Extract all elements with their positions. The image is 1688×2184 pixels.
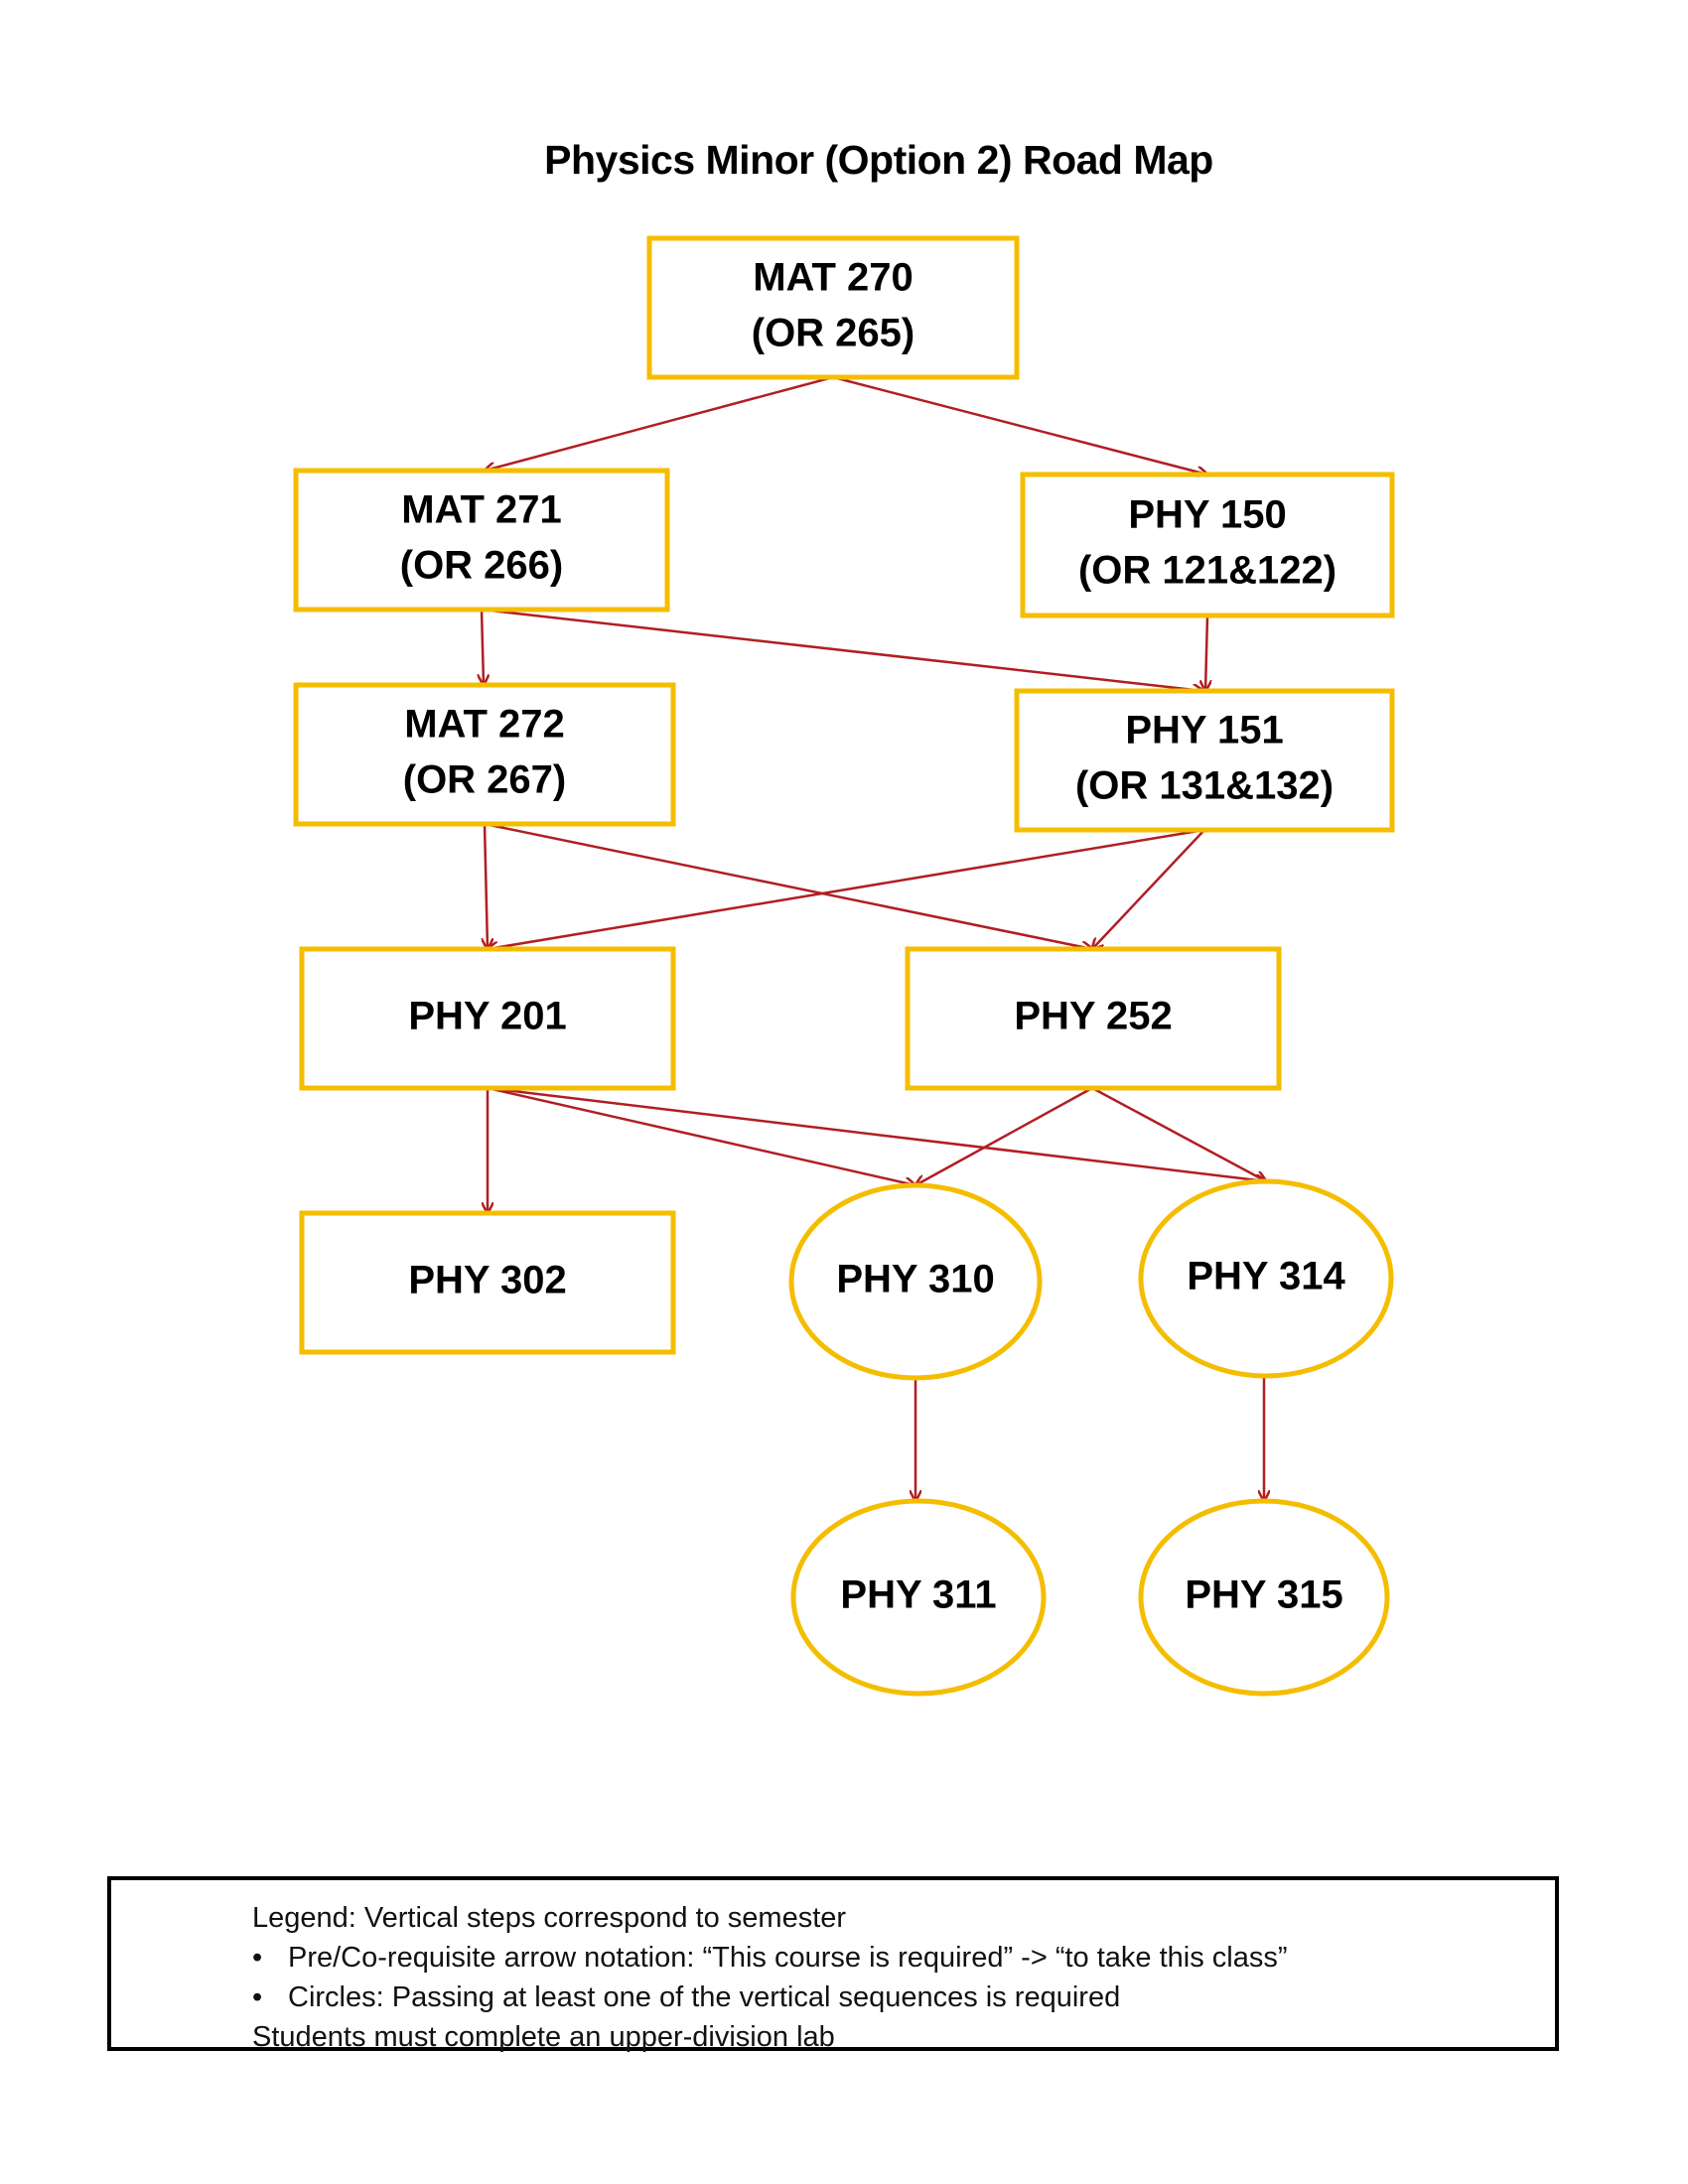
arrow-phy252-to-phy314 bbox=[1091, 1086, 1266, 1181]
node-circle-phy310 bbox=[788, 1182, 1043, 1381]
arrow-phy201-to-phy310 bbox=[487, 1086, 915, 1185]
course-alternative: (OR 131&132) bbox=[1075, 764, 1334, 808]
arrow-mat272-to-phy201 bbox=[485, 823, 488, 949]
node-phy310: PHY 310 bbox=[788, 1182, 1043, 1381]
course-code: PHY 314 bbox=[1187, 1255, 1345, 1298]
course-code: PHY 252 bbox=[1014, 995, 1172, 1038]
legend-heading: Legend: Vertical steps correspond to sem… bbox=[252, 1902, 847, 1934]
course-code: MAT 270 bbox=[753, 256, 914, 300]
node-phy151: PHY 151 (OR 131&132) bbox=[1014, 688, 1395, 833]
node-mat270: MAT 270 (OR 265) bbox=[646, 235, 1020, 380]
course-code: PHY 315 bbox=[1185, 1573, 1342, 1617]
course-code: PHY 151 bbox=[1125, 709, 1283, 752]
course-alternative: (OR 121&122) bbox=[1078, 549, 1336, 593]
legend-box: Legend: Vertical steps correspond to sem… bbox=[107, 1876, 1559, 2053]
node-phy311: PHY 311 bbox=[790, 1498, 1047, 1697]
arrow-mat271-to-mat272 bbox=[482, 609, 484, 685]
node-phy302: PHY 302 bbox=[299, 1210, 676, 1355]
course-code: PHY 311 bbox=[840, 1573, 996, 1617]
arrow-phy201-to-phy314 bbox=[487, 1086, 1266, 1181]
node-box-mat270 bbox=[646, 235, 1020, 380]
course-alternative: (OR 267) bbox=[403, 758, 567, 802]
page-title: Physics Minor (Option 2) Road Map bbox=[544, 137, 1213, 183]
node-phy252: PHY 252 bbox=[905, 946, 1282, 1091]
bullet-icon: • bbox=[252, 1981, 263, 2013]
arrow-phy151-to-phy201 bbox=[488, 828, 1205, 949]
course-alternative: (OR 266) bbox=[400, 544, 564, 588]
legend-bullet-text: Pre/Co-requisite arrow notation: “This c… bbox=[288, 1942, 1288, 1974]
course-code: MAT 272 bbox=[404, 703, 565, 747]
arrow-mat271-to-phy151 bbox=[481, 608, 1203, 691]
node-phy201: PHY 201 bbox=[299, 946, 676, 1091]
node-box-mat272 bbox=[293, 682, 676, 827]
legend-bullet-text: Circles: Passing at least one of the ver… bbox=[288, 1981, 1121, 2013]
node-circle-phy311 bbox=[790, 1498, 1047, 1697]
node-box-phy150 bbox=[1020, 472, 1395, 618]
node-box-phy252 bbox=[905, 946, 1282, 1091]
node-phy314: PHY 314 bbox=[1138, 1178, 1394, 1379]
arrow-phy150-to-phy151 bbox=[1205, 614, 1207, 691]
node-circle-phy314 bbox=[1138, 1178, 1394, 1379]
course-code: PHY 150 bbox=[1128, 493, 1286, 537]
bullet-icon: • bbox=[252, 1942, 263, 1974]
course-code: PHY 201 bbox=[408, 995, 566, 1038]
arrow-mat270-to-phy150 bbox=[832, 375, 1207, 475]
node-box-phy302 bbox=[299, 1210, 676, 1355]
node-phy150: PHY 150 (OR 121&122) bbox=[1020, 472, 1395, 618]
nodes-layer: MAT 270 (OR 265) MAT 271 (OR 266) PHY 150 (OR… bbox=[293, 235, 1395, 1697]
node-circle-phy315 bbox=[1138, 1498, 1390, 1697]
prerequisite-diagram: MAT 270 (OR 265) MAT 271 (OR 266) PHY 150 (OR… bbox=[293, 235, 1395, 1697]
node-box-phy151 bbox=[1014, 688, 1395, 833]
arrow-mat272-to-phy252 bbox=[484, 822, 1092, 949]
node-box-mat271 bbox=[293, 468, 670, 613]
course-alternative: (OR 265) bbox=[752, 312, 915, 355]
legend-bullet-circles: • Circles: Passing at least one of the ve… bbox=[252, 1978, 1555, 2017]
legend-bullet-arrow-notation: • Pre/Co-requisite arrow notation: “This … bbox=[252, 1938, 1555, 1978]
arrow-phy252-to-phy310 bbox=[915, 1086, 1093, 1185]
node-mat271: MAT 271 (OR 266) bbox=[293, 468, 670, 613]
arrow-mat270-to-mat271 bbox=[485, 375, 834, 471]
edges-layer bbox=[481, 375, 1266, 1501]
course-code: MAT 271 bbox=[401, 488, 562, 532]
node-mat272: MAT 272 (OR 267) bbox=[293, 682, 676, 827]
course-code: PHY 302 bbox=[408, 1259, 566, 1302]
legend-footer: Students must complete an upper-division… bbox=[252, 2021, 835, 2053]
node-phy315: PHY 315 bbox=[1138, 1498, 1390, 1697]
node-box-phy201 bbox=[299, 946, 676, 1091]
arrow-phy151-to-phy252 bbox=[1092, 829, 1205, 949]
course-code: PHY 310 bbox=[836, 1258, 994, 1301]
